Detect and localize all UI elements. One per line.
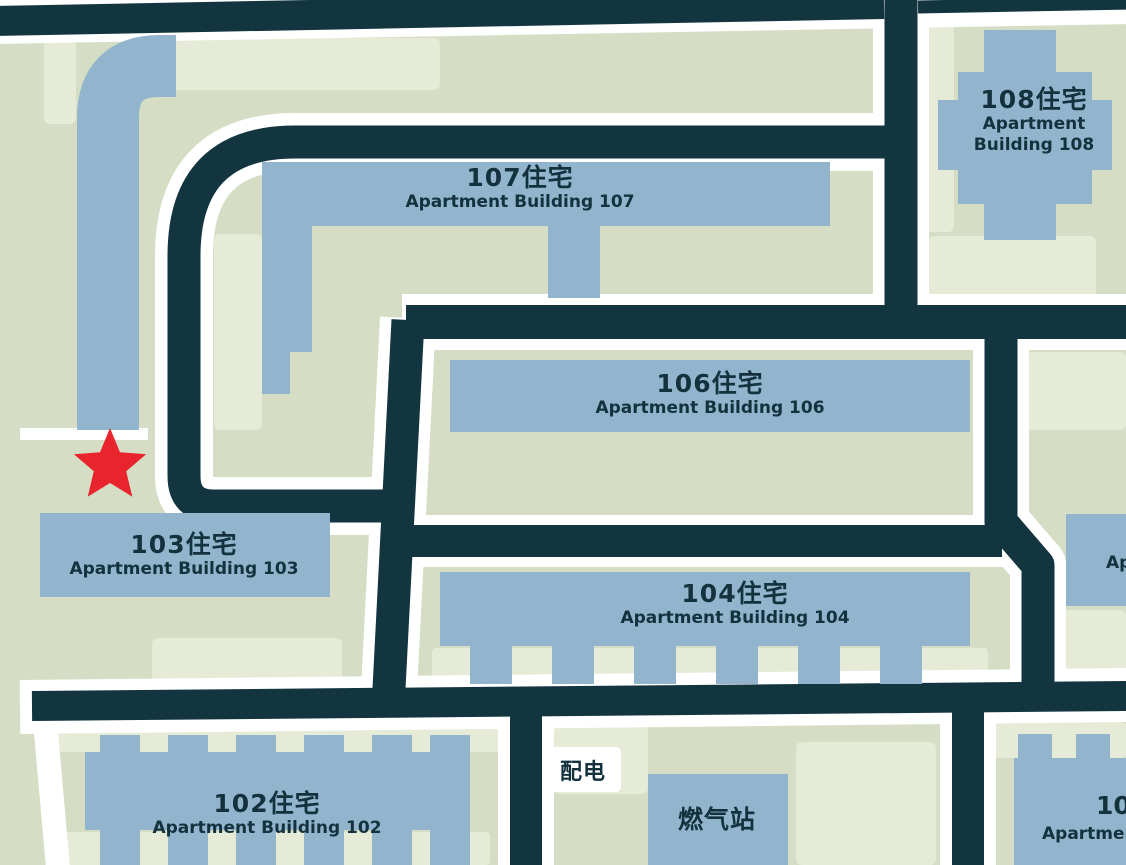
building-102-wing xyxy=(100,830,140,865)
building-102-wing xyxy=(168,830,208,865)
building-102-wing xyxy=(168,735,208,752)
block-border-102-left xyxy=(32,708,70,865)
building-108-part xyxy=(984,30,1056,72)
curved-building-strip xyxy=(77,35,176,430)
building-103 xyxy=(40,513,330,597)
power-distribution-box: 配电 xyxy=(545,747,621,792)
star-marker xyxy=(73,428,147,497)
building-104-wing xyxy=(880,646,922,684)
lawn-patch xyxy=(1026,352,1126,430)
lawn-patch xyxy=(214,234,262,430)
road-hook-around-107 xyxy=(167,125,908,523)
building-102-wing xyxy=(430,735,470,752)
building-bottom-right-wing xyxy=(1018,734,1052,758)
building-102 xyxy=(85,735,470,865)
road-top-right xyxy=(917,0,1126,14)
building-bottom-right-partial xyxy=(1014,734,1126,865)
building-108 xyxy=(938,30,1112,240)
road-top-left xyxy=(0,0,885,36)
building-102-wing xyxy=(236,735,276,752)
road-bottom xyxy=(31,681,1126,721)
building-104-wing xyxy=(798,646,840,684)
building-104-wing xyxy=(470,646,512,684)
building-108-part xyxy=(958,72,1092,204)
building-104-wing xyxy=(552,646,594,684)
building-102-wing xyxy=(430,830,470,865)
label-power-distribution: 配电 xyxy=(559,759,606,785)
building-104-wing xyxy=(716,646,758,684)
lawn-patch xyxy=(148,38,440,90)
road-right-mid-vertical xyxy=(984,334,1055,708)
building-gas-station xyxy=(648,774,788,865)
building-104-wing xyxy=(634,646,676,684)
building-108-part xyxy=(1092,100,1112,170)
building-102-wing xyxy=(100,735,140,752)
building-102-wing xyxy=(304,735,344,752)
lawn-patch xyxy=(152,638,342,688)
lawn-patch xyxy=(928,236,1096,302)
building-102-wing xyxy=(304,830,344,865)
building-108-part xyxy=(984,204,1056,240)
building-bottom-right-wing xyxy=(1076,734,1110,758)
building-108-part xyxy=(938,100,958,170)
building-107 xyxy=(262,162,830,394)
building-106 xyxy=(450,360,970,432)
lawn-patch xyxy=(44,40,76,124)
building-right-partial xyxy=(1066,514,1126,606)
lawn-patch xyxy=(796,742,936,865)
building-102-wing xyxy=(236,830,276,865)
building-102-bar xyxy=(85,752,470,830)
road-center-vertical xyxy=(371,319,425,709)
building-104-bar xyxy=(440,572,970,646)
building-102-wing xyxy=(372,830,412,865)
building-102-wing xyxy=(372,735,412,752)
buildings xyxy=(40,30,1126,865)
building-104 xyxy=(440,572,970,684)
building-bottom-right-bar xyxy=(1014,758,1126,865)
